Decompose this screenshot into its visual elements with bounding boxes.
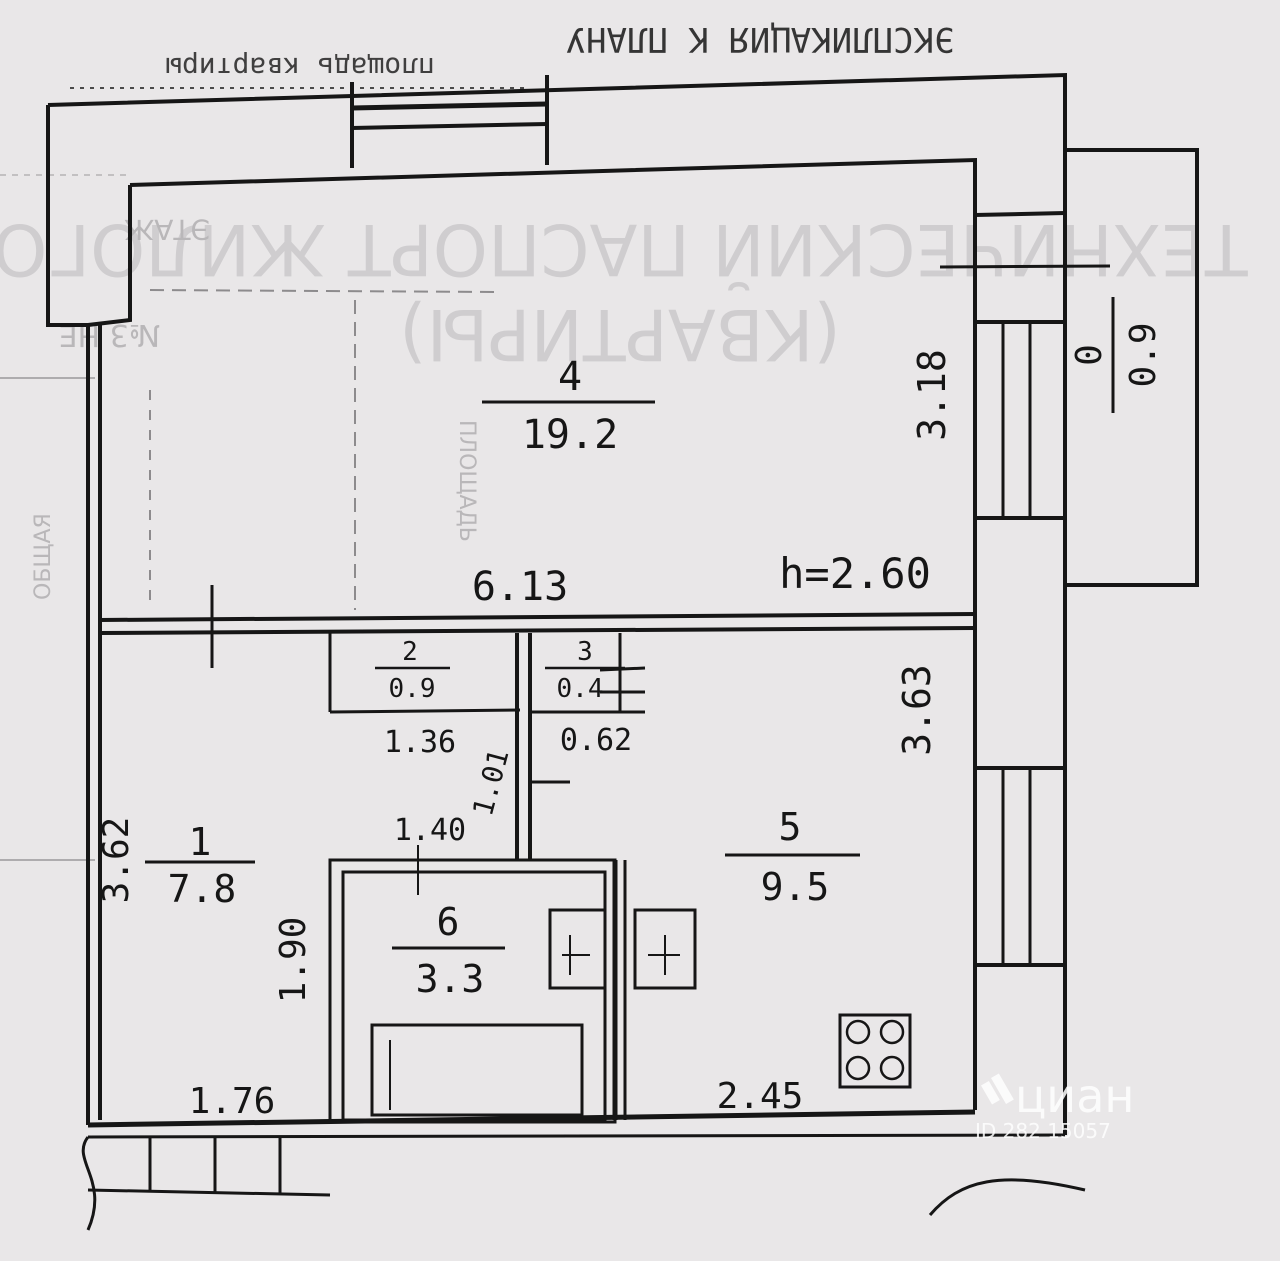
dim-3-18: 3.18 [910, 349, 954, 441]
dim-3-62: 3.62 [96, 817, 137, 904]
room-1-number: 1 [189, 820, 212, 864]
ghost-line-2: (КВАРТИРЫ) [399, 293, 841, 375]
room-2-number: 2 [402, 637, 418, 667]
window-top [350, 75, 549, 168]
room-6-number: 6 [437, 900, 460, 944]
header-scraps: ЭКСПЛИКАЦИЯ К ПЛАНУ площадь квартиры [0, 19, 955, 861]
ghost-line-1: ТЕХНИЧЕСКИЙ ПАСПОРТ ЖИЛОГО [0, 208, 1249, 290]
room-4-label: 4 19.2 [482, 354, 655, 458]
dim-1-90: 1.90 [273, 917, 314, 1004]
window-right-lower [975, 766, 1065, 967]
ghost-text: ТЕХНИЧЕСКИЙ ПАСПОРТ ЖИЛОГО (КВАРТИРЫ) [0, 208, 1249, 375]
dimension-labels: 6.13 h=2.60 3.18 3.63 3.62 1.90 1.76 2.4… [96, 349, 954, 1122]
faint-etazh: ЭТАЖ [124, 213, 210, 246]
mid-wall-b [99, 626, 976, 635]
room-6-label: 6 3.3 [392, 900, 505, 1001]
balcony-number: 0 [1069, 344, 1110, 366]
room-1-area: 7.8 [168, 867, 237, 911]
balcony-area: 0.9 [1123, 322, 1164, 387]
room-5-area: 9.5 [761, 865, 830, 909]
bathroom-box [328, 845, 697, 1124]
bottom-wall-b [87, 1133, 1066, 1139]
scrap-top-left: площадь квартиры [165, 51, 435, 84]
inner-wall-top [129, 157, 977, 1110]
balcony [1065, 148, 1199, 587]
dim-1-40: 1.40 [394, 813, 466, 848]
cian-watermark: циан ID 282 15057 [975, 1069, 1134, 1143]
dim-2-45: 2.45 [717, 1076, 804, 1117]
cian-logo-text: циан [1015, 1069, 1134, 1123]
stove-icon [838, 1013, 912, 1089]
room-2-area: 0.9 [389, 674, 436, 704]
dim-6-13: 6.13 [472, 564, 568, 610]
room-5-label: 5 9.5 [725, 805, 860, 909]
window-right-upper [939, 211, 1111, 520]
balcony-label: 0 0.9 [1069, 297, 1164, 413]
room-3-number: 3 [577, 637, 593, 667]
scrap-top: ЭКСПЛИКАЦИЯ К ПЛАНУ [566, 19, 955, 59]
room-6-area: 3.3 [416, 957, 485, 1001]
room-3-label: 3 0.4 [545, 637, 625, 704]
dim-height: h=2.60 [779, 549, 931, 598]
room-2-label: 2 0.9 [375, 637, 450, 704]
small-rooms [328, 633, 646, 860]
room-1-label: 1 7.8 [145, 820, 255, 911]
dim-1-36: 1.36 [384, 725, 456, 760]
room-5-number: 5 [779, 805, 802, 849]
faint-vertical-1: ОБЩАЯ [31, 513, 56, 600]
window-bottom [81, 1136, 1086, 1231]
walls [46, 72, 1199, 1231]
outer-wall-left [46, 105, 88, 327]
dim-3-63: 3.63 [895, 664, 939, 756]
mid-wall-a [99, 612, 976, 622]
inner-wall-left-top [87, 185, 132, 327]
faint-vertical-2: ПЛОЩАДЬ [454, 420, 479, 542]
room-4-number: 4 [558, 354, 582, 400]
cian-id-text: ID 282 15057 [975, 1119, 1111, 1143]
outer-wall-top [47, 72, 1067, 1135]
dim-0-62: 0.62 [560, 723, 632, 758]
room-3-area: 0.4 [557, 674, 604, 704]
room-4-area: 19.2 [522, 412, 618, 458]
dim-1-76: 1.76 [189, 1081, 276, 1122]
cian-logo-icon [981, 1073, 1014, 1105]
room-labels: 4 19.2 1 7.8 5 9.5 6 3.3 2 0.9 3 0.4 [145, 297, 1164, 1001]
